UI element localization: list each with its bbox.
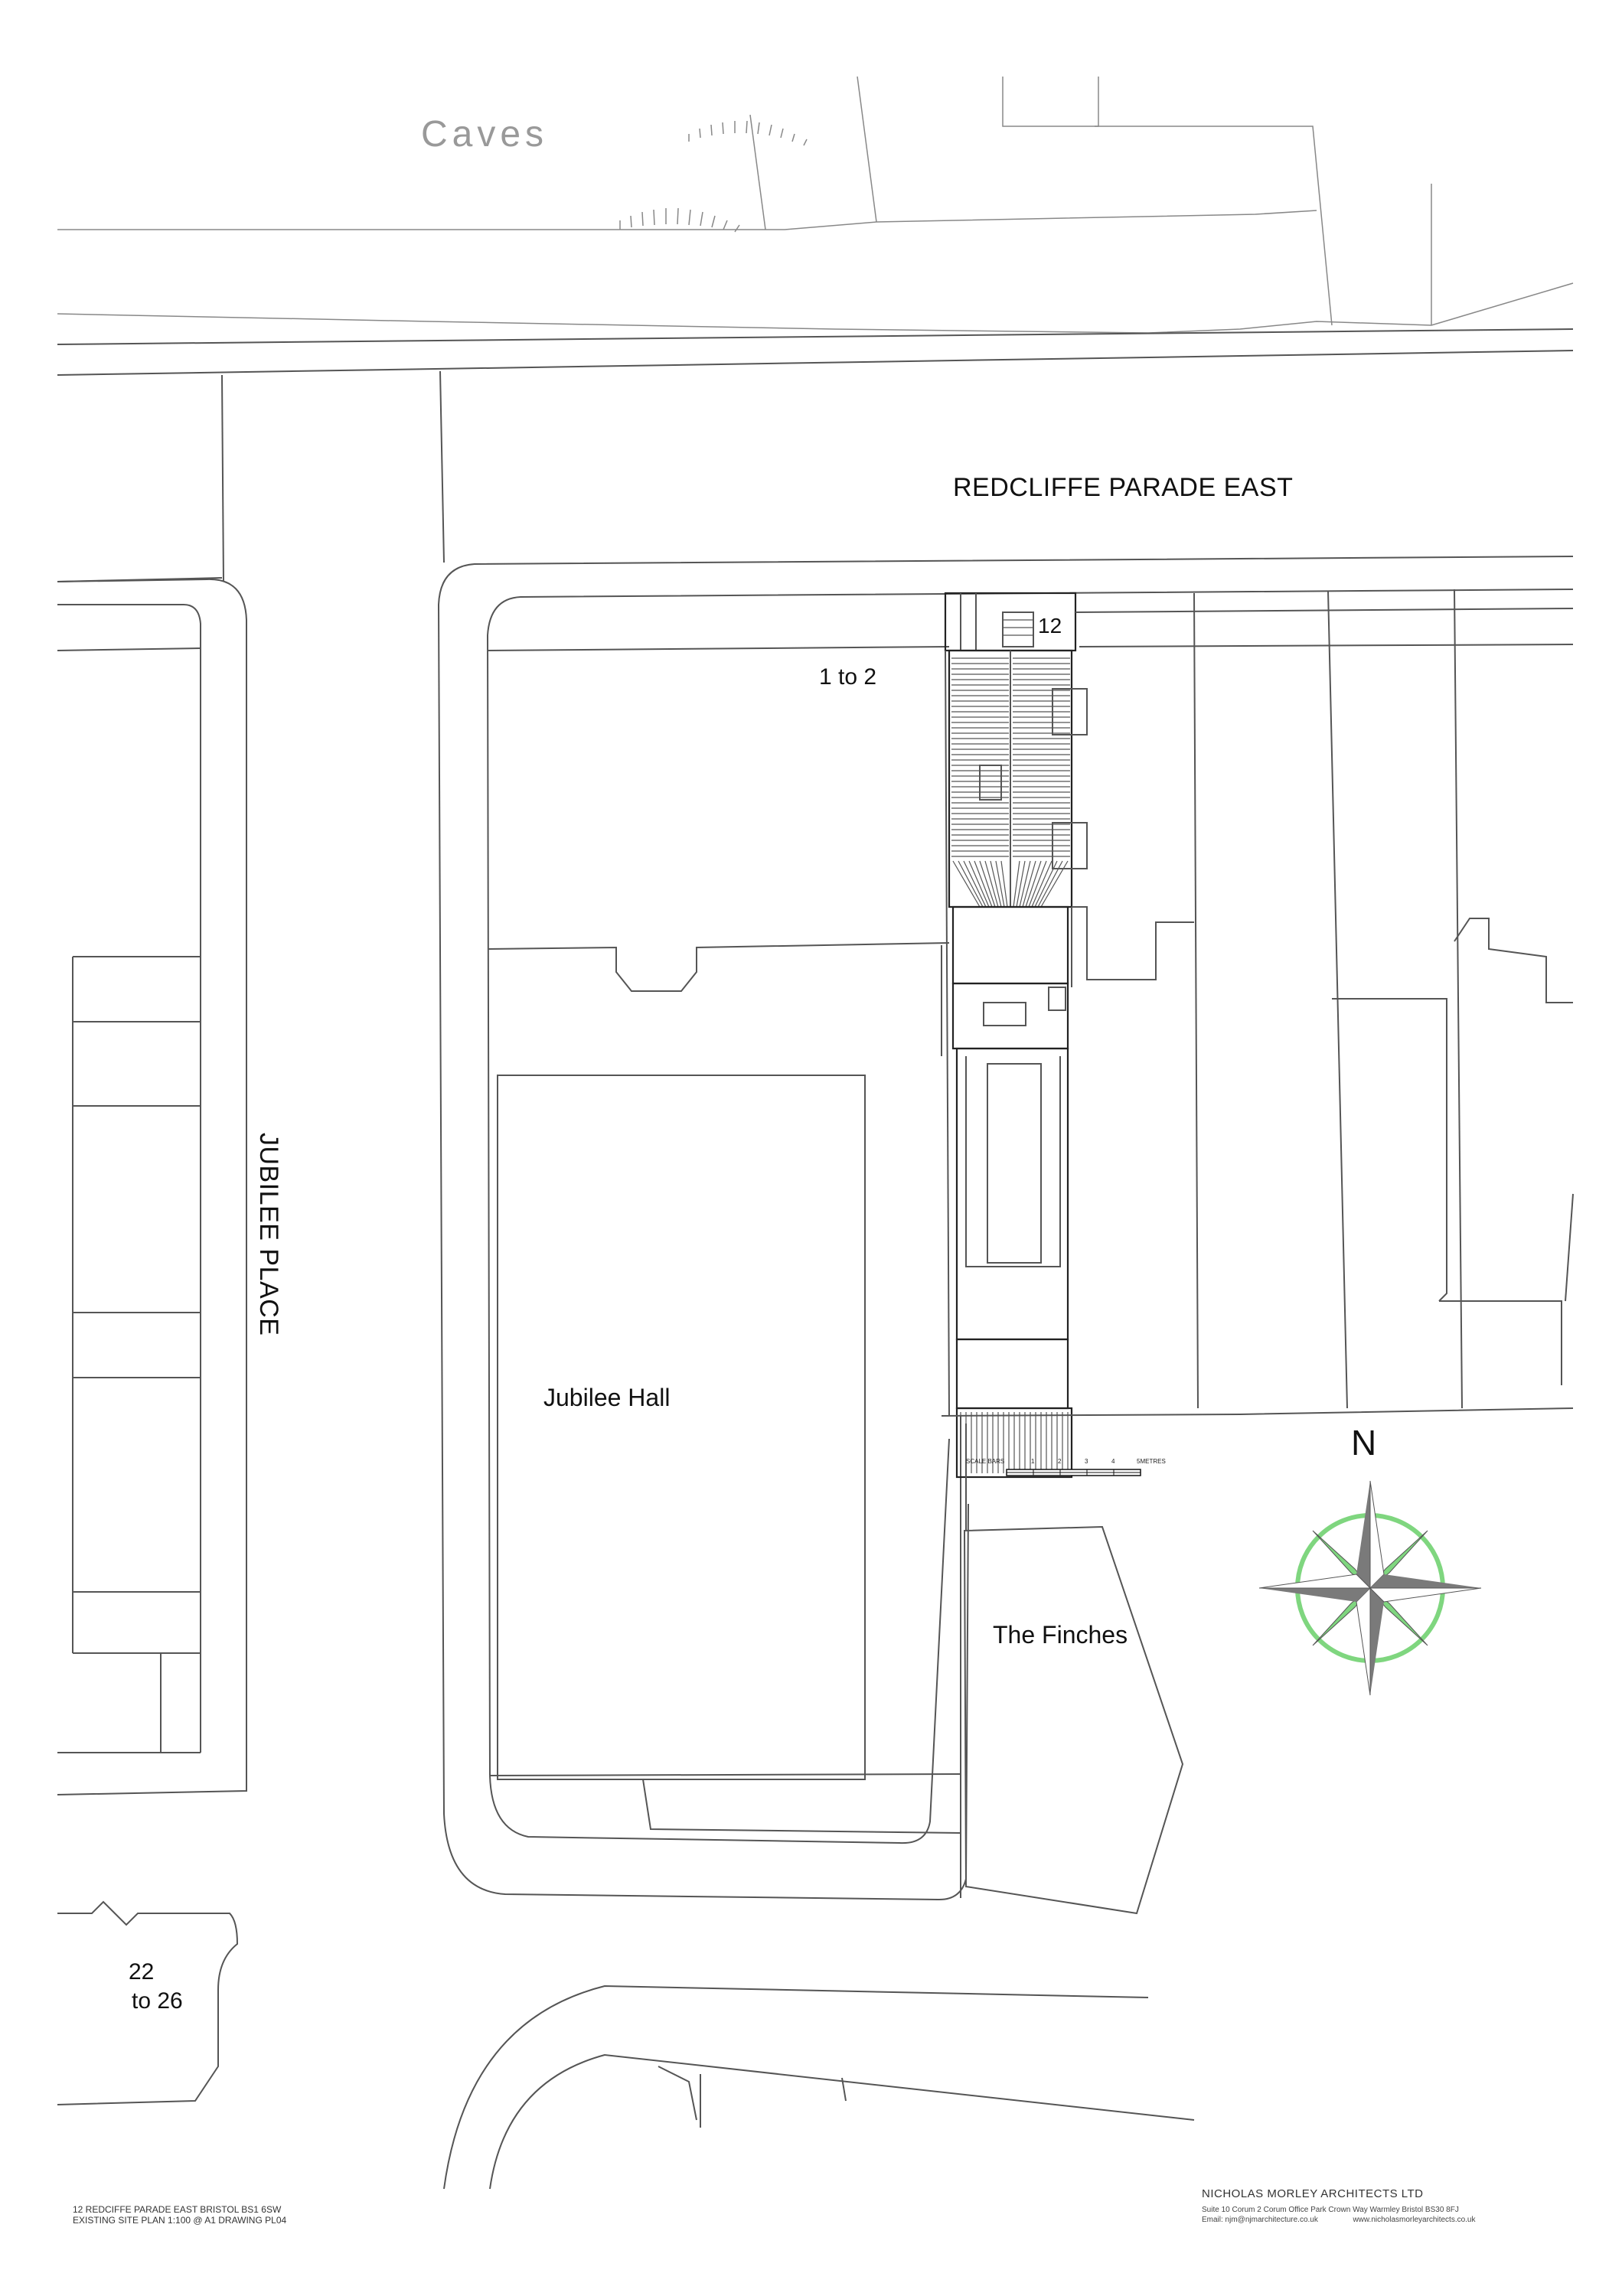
the-finches-label: The Finches bbox=[993, 1621, 1128, 1649]
scale-bar bbox=[1006, 1469, 1141, 1476]
project-line-1: 12 REDCIFFE PARADE EAST BRISTOL BS1 6SW bbox=[73, 2204, 282, 2215]
firm-block: NICHOLAS MORLEY ARCHITECTS LTD Suite 10 … bbox=[1202, 2187, 1476, 2225]
scale-tick-2: 2 bbox=[1058, 1458, 1062, 1465]
compass-rose-icon bbox=[1258, 1480, 1482, 1696]
firm-name: NICHOLAS MORLEY ARCHITECTS LTD bbox=[1202, 2187, 1424, 2200]
right-plots bbox=[941, 589, 1574, 1417]
jubilee-hall-label: Jubilee Hall bbox=[543, 1384, 671, 1411]
the-finches-block bbox=[963, 1424, 1184, 1915]
firm-address: Suite 10 Corum 2 Corum Office Park Crown… bbox=[1202, 2206, 1459, 2214]
firm-email: Email: njm@njmarchitecture.co.uk bbox=[1202, 2216, 1318, 2224]
scale-tick-5: 5METRES bbox=[1137, 1458, 1166, 1465]
redcliffe-parade-east-label: REDCLIFFE PARADE EAST bbox=[953, 473, 1294, 502]
caves-label: Caves bbox=[421, 114, 549, 155]
plot-to-26-label: to 26 bbox=[132, 1988, 183, 2014]
jubilee-hall-block bbox=[487, 646, 961, 1898]
firm-contact: Email: njm@njmarchitecture.co.uk www.nic… bbox=[1202, 2215, 1476, 2225]
plot-22-label: 22 bbox=[129, 1959, 155, 1985]
project-title: 12 REDCIFFE PARADE EAST BRISTOL BS1 6SW … bbox=[73, 2204, 286, 2226]
building-12 bbox=[944, 592, 1088, 1479]
scale-bar-prefix: SCALE BARS bbox=[966, 1458, 1005, 1465]
project-line-2: EXISTING SITE PLAN 1:100 @ A1 DRAWING PL… bbox=[73, 2215, 287, 2226]
bottom-road bbox=[443, 1985, 1195, 2190]
plot-12-label: 12 bbox=[1038, 614, 1062, 638]
firm-web: www.nicholasmorleyarchitects.co.uk bbox=[1353, 2216, 1476, 2224]
left-terrace bbox=[57, 956, 239, 2105]
jubilee-place-label: JUBILEE PLACE bbox=[254, 1133, 283, 1336]
scale-tick-3: 3 bbox=[1085, 1458, 1088, 1465]
road-edges bbox=[57, 328, 1574, 1901]
plot-1-to-2-label: 1 to 2 bbox=[819, 664, 877, 690]
north-label: N bbox=[1351, 1423, 1377, 1463]
scale-tick-1: 1 bbox=[1031, 1458, 1035, 1465]
caves-area bbox=[57, 76, 1574, 334]
scale-tick-4: 4 bbox=[1111, 1458, 1115, 1465]
